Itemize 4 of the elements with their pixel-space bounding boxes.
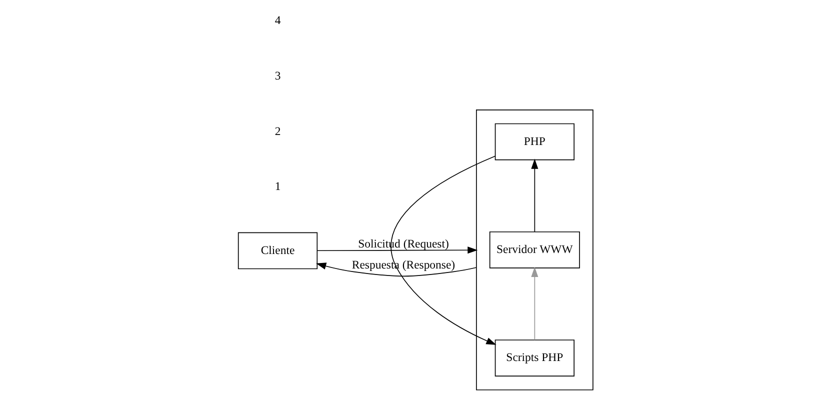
label: 4: [274, 14, 280, 28]
label: 1: [274, 180, 280, 194]
label: 3: [274, 69, 280, 82]
label: 2: [274, 124, 280, 138]
